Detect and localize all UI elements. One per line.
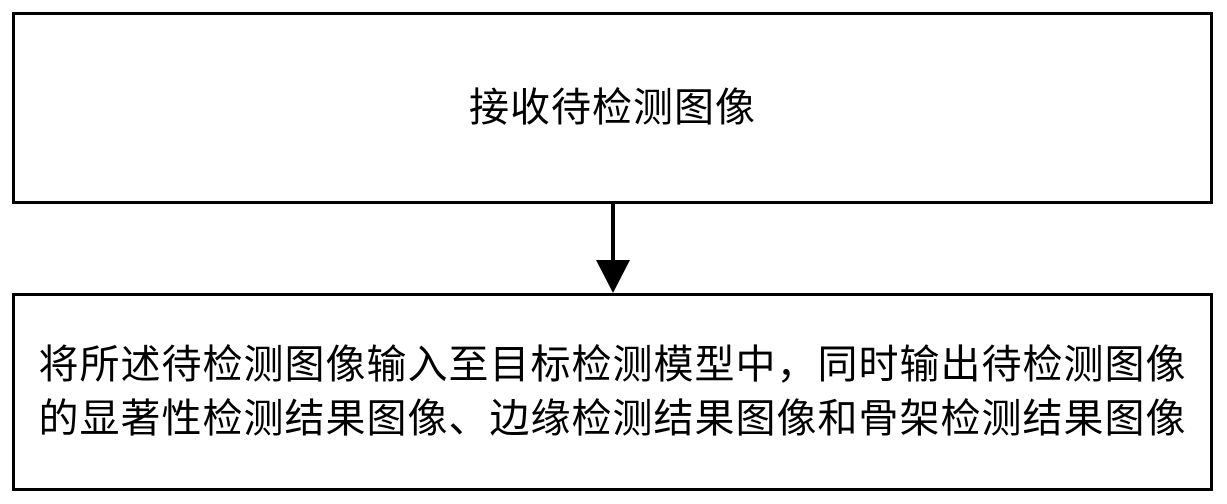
step-2-label: 将所述待检测图像输入至目标检测模型中，同时输出待检测图像的显著性检测结果图像、边…: [38, 342, 1187, 442]
step-1-box: 接收待检测图像: [12, 12, 1213, 204]
step-1-label: 接收待检测图像: [469, 85, 756, 131]
flow-arrow-head: [596, 260, 630, 293]
step-2-box: 将所述待检测图像输入至目标检测模型中，同时输出待检测图像的显著性检测结果图像、边…: [12, 293, 1213, 491]
